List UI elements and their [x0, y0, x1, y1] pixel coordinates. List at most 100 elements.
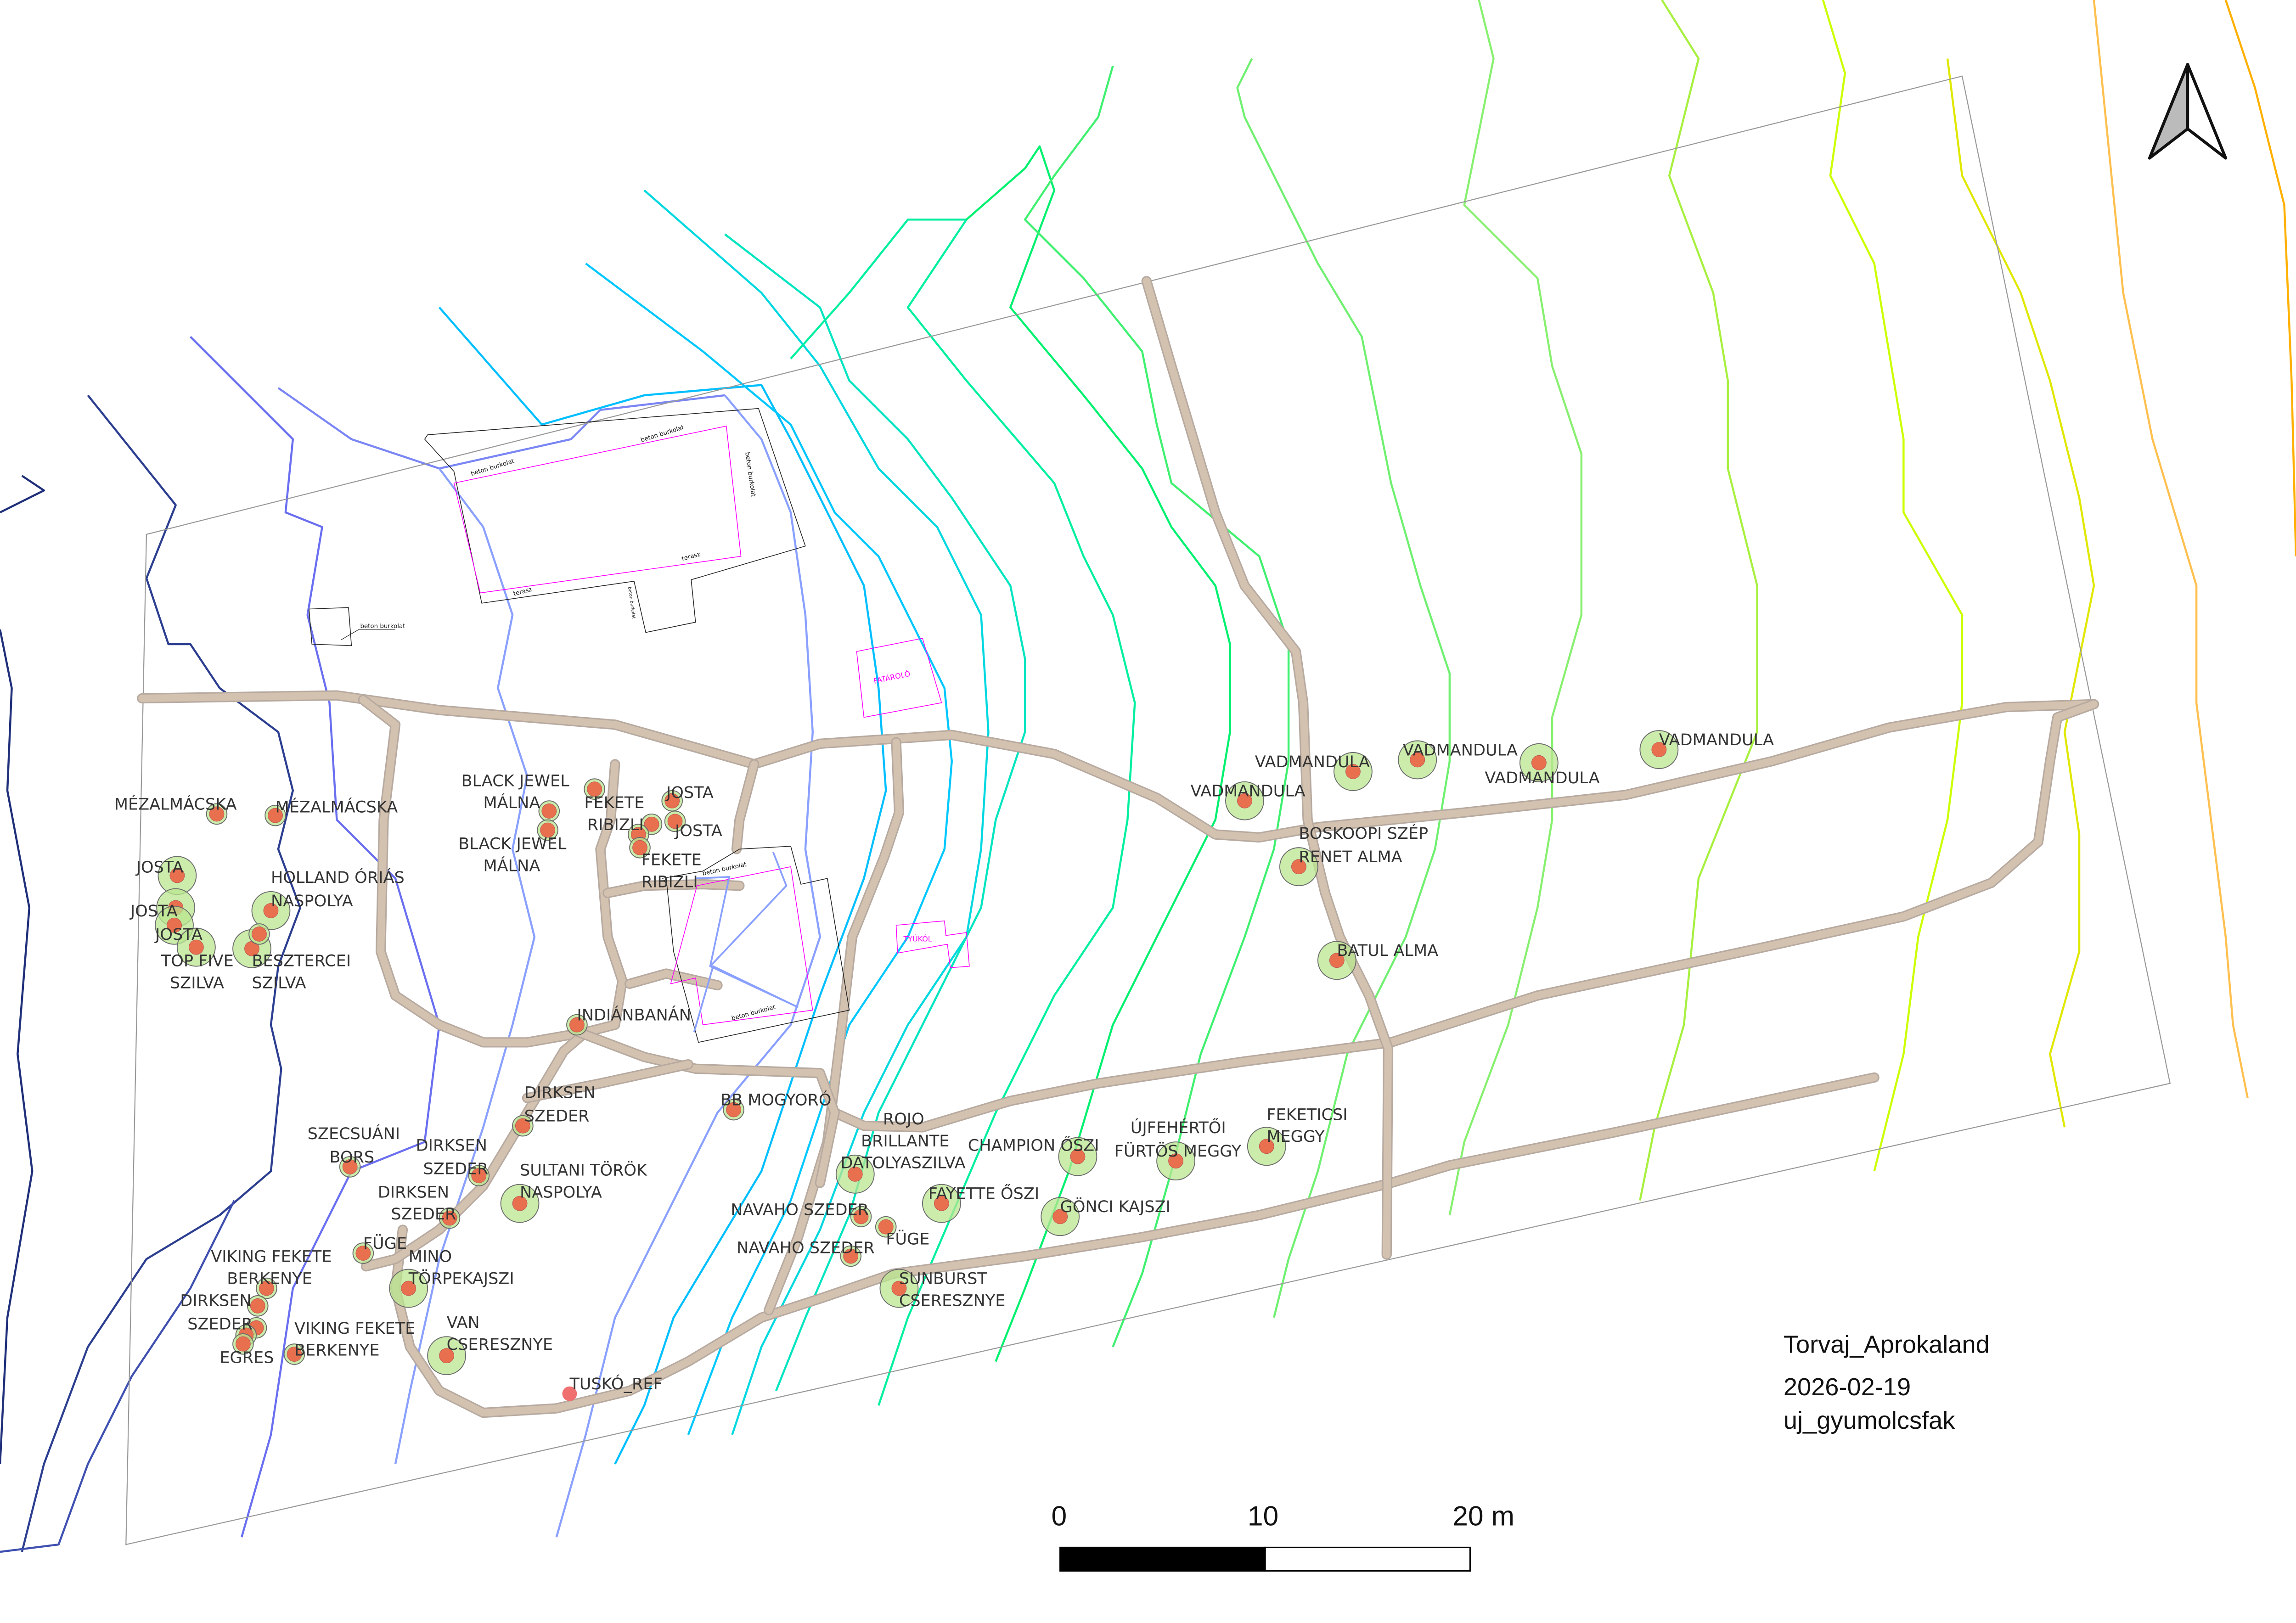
- tree-marker[interactable]: [538, 800, 560, 822]
- tree-marker[interactable]: [283, 1343, 305, 1365]
- tree-marker[interactable]: [1247, 1127, 1286, 1166]
- tree-label: VIKING FEKETE: [211, 1247, 332, 1266]
- small-structure: beton burkolat: [309, 607, 405, 646]
- tree-marker[interactable]: [723, 1099, 744, 1121]
- tree-label: NASPOLYA: [271, 892, 353, 910]
- tree-trunk-icon: [1291, 859, 1306, 875]
- tree-marker[interactable]: [661, 790, 683, 812]
- contour-lines: [0, 0, 2296, 1553]
- tree-label: SZEDER: [391, 1205, 456, 1224]
- tree-marker[interactable]: [1279, 847, 1318, 887]
- tree-marker[interactable]: [468, 1165, 490, 1186]
- tree-marker[interactable]: [1334, 752, 1373, 791]
- tree-marker[interactable]: [584, 778, 605, 800]
- tree-trunk-icon: [209, 806, 225, 822]
- label-beton-burkolat: beton burkolat: [743, 452, 756, 497]
- tree-label: BLACK JEWEL: [458, 834, 567, 853]
- tree-label: SZEDER: [423, 1159, 489, 1178]
- contour-line: [2224, 0, 2296, 556]
- tree-marker[interactable]: [232, 1333, 254, 1355]
- tree-marker[interactable]: [850, 1206, 872, 1228]
- tree-marker[interactable]: [176, 927, 216, 967]
- tree-marker[interactable]: [1519, 743, 1559, 782]
- tree-label: JOSTA: [665, 783, 714, 802]
- tree-trunk-icon: [1531, 755, 1547, 770]
- garden-path: [523, 1061, 692, 1102]
- tree-trunk-icon: [259, 1280, 274, 1296]
- tree-label: DIRKSEN: [524, 1084, 596, 1102]
- tree-marker[interactable]: [562, 1386, 577, 1401]
- tree-trunk-icon: [250, 1298, 265, 1314]
- tree-trunk-icon: [843, 1248, 859, 1264]
- reference-point-icon: [562, 1386, 577, 1401]
- tree-label: BESZTERCEI: [252, 952, 351, 971]
- tree-trunk-icon: [847, 1166, 863, 1182]
- tree-marker[interactable]: [1041, 1197, 1080, 1236]
- contour-line: [1024, 65, 1290, 1348]
- north-arrow-icon: [2148, 63, 2228, 160]
- tree-marker[interactable]: [1317, 941, 1356, 980]
- tree-marker[interactable]: [835, 1154, 875, 1194]
- tree-trunk-icon: [169, 868, 185, 883]
- tree-marker[interactable]: [628, 813, 663, 859]
- tree-marker[interactable]: [155, 905, 194, 945]
- tree-label: DIRKSEN: [180, 1291, 251, 1310]
- tree-marker[interactable]: [1058, 1137, 1097, 1176]
- tree-label: FEKETE: [642, 851, 702, 870]
- tree-label: FÜGE: [363, 1234, 407, 1253]
- tree-trunk-icon: [401, 1280, 416, 1296]
- tree-label: VADMANDULA: [1659, 730, 1774, 749]
- tree-marker[interactable]: [664, 810, 686, 832]
- contour-line: [21, 394, 301, 1552]
- tree-marker[interactable]: [427, 1336, 467, 1376]
- tree-trunk-icon: [541, 803, 557, 819]
- tree-label: CSERESZNYE: [447, 1335, 553, 1354]
- tree-marker[interactable]: [248, 923, 270, 945]
- tree-marker[interactable]: [879, 1269, 919, 1308]
- tree-trunk-icon: [878, 1219, 894, 1235]
- tree-label: ROJO: [883, 1110, 924, 1129]
- tree-marker[interactable]: [158, 856, 197, 895]
- tree-marker[interactable]: [537, 819, 558, 841]
- tree-trunk-icon: [442, 1210, 457, 1226]
- tree-marker[interactable]: [840, 1245, 861, 1267]
- label-beton-burkolat: beton burkolat: [702, 861, 747, 877]
- tree-marker[interactable]: [512, 1115, 534, 1137]
- tree-label: JOSTA: [674, 821, 722, 840]
- contour-line: [0, 475, 45, 514]
- tree-marker[interactable]: [922, 1184, 961, 1223]
- tree-label: MÉZALMÁCSKA: [276, 797, 398, 817]
- tree-label: VADMANDULA: [1403, 741, 1518, 759]
- garden-path: [831, 700, 2098, 1131]
- tree-trunk-icon: [512, 1196, 528, 1211]
- tree-marker[interactable]: [389, 1269, 428, 1308]
- tree-marker[interactable]: [500, 1184, 540, 1223]
- tree-marker[interactable]: [1225, 781, 1264, 820]
- tree-marker[interactable]: [251, 891, 291, 930]
- tree-label: ÚJFEHÉRTŐI: [1131, 1118, 1226, 1137]
- tree-marker[interactable]: [339, 1156, 361, 1178]
- tree-trunk-icon: [569, 1017, 585, 1033]
- tree-marker[interactable]: [352, 1242, 374, 1264]
- tree-label: DATOLYASZILVA: [840, 1154, 965, 1173]
- tree-marker[interactable]: [875, 1216, 897, 1238]
- tree-label: MINO: [409, 1247, 452, 1266]
- tree-marker[interactable]: [1639, 730, 1679, 769]
- tree-marker[interactable]: [264, 804, 286, 826]
- tree-label: INDIÁNBANÁN: [577, 1005, 691, 1025]
- tree-marker[interactable]: [566, 1014, 588, 1036]
- tree-trunk-icon: [853, 1209, 869, 1224]
- tree-marker[interactable]: [439, 1207, 461, 1229]
- tree-marker[interactable]: [206, 803, 228, 825]
- contour-line: [1448, 0, 1583, 1216]
- tree-label: SZILVA: [252, 973, 306, 992]
- label-tyukol: TYÚKÓL: [903, 934, 932, 943]
- tree-marker[interactable]: [1156, 1141, 1195, 1181]
- tree-trunk-icon: [355, 1246, 371, 1261]
- tree-marker[interactable]: [1398, 740, 1437, 780]
- tree-marker[interactable]: [256, 1277, 277, 1299]
- scale-label-20: 20 m: [1452, 1500, 1514, 1532]
- tree-trunk-icon: [1345, 764, 1361, 779]
- tree-label: TUSKÓ_REF: [569, 1374, 662, 1393]
